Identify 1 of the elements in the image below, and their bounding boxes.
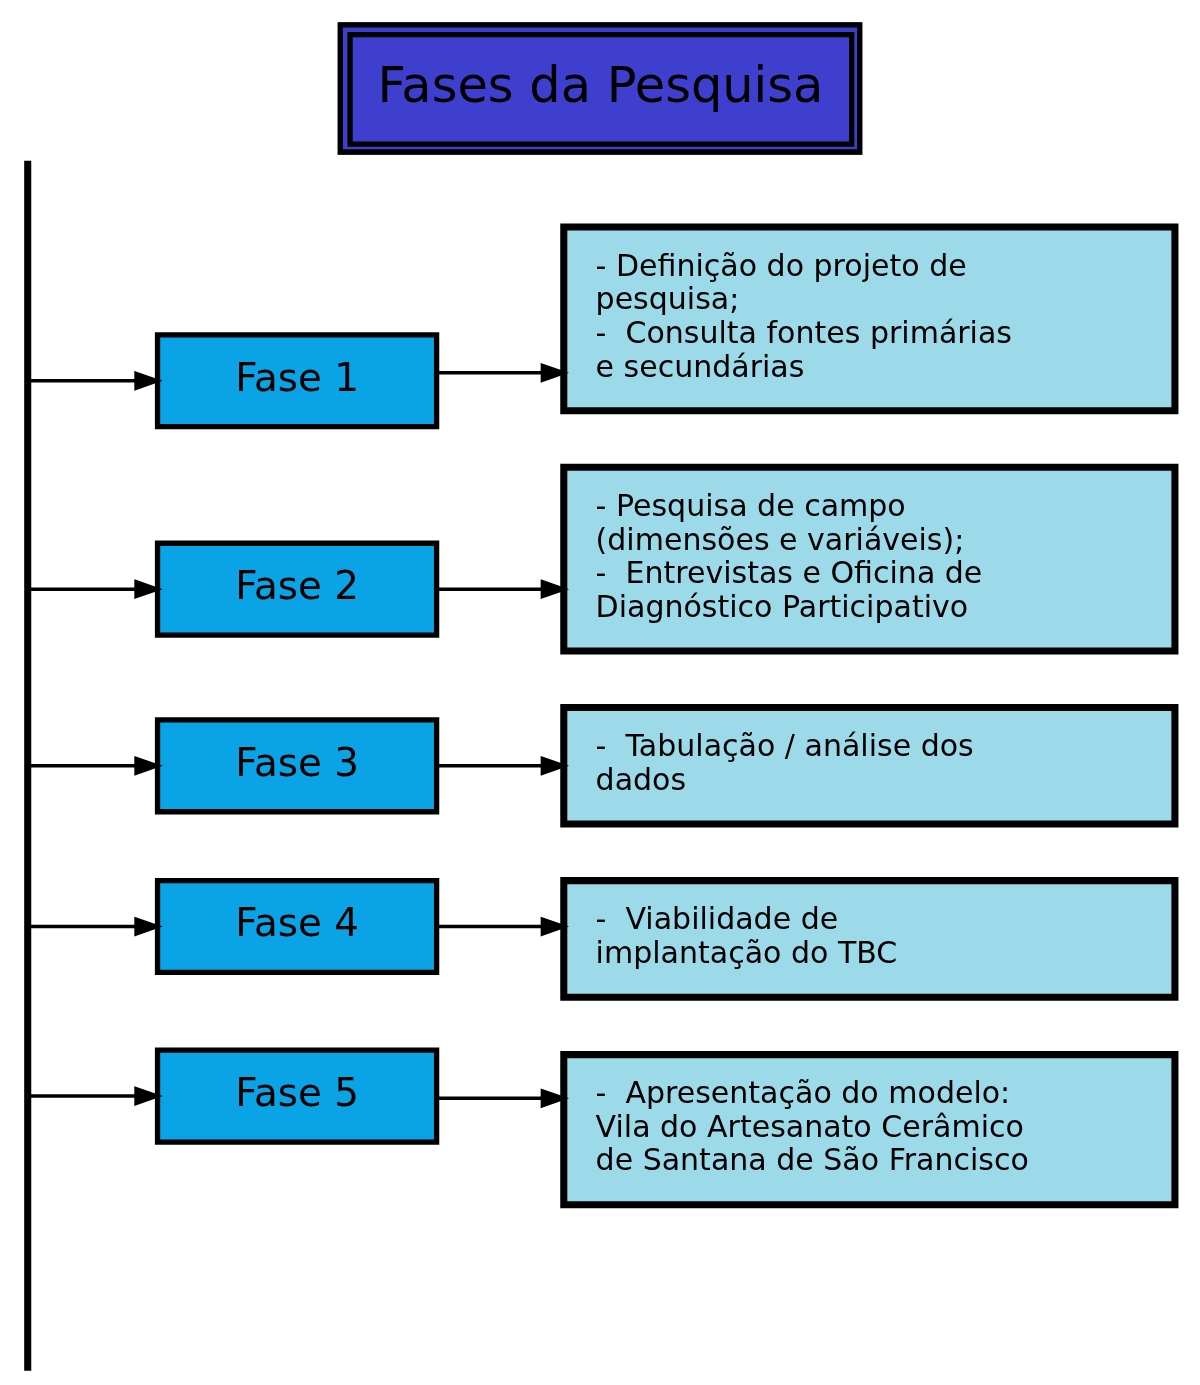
diagram-title: Fases da Pesquisa (377, 55, 824, 114)
